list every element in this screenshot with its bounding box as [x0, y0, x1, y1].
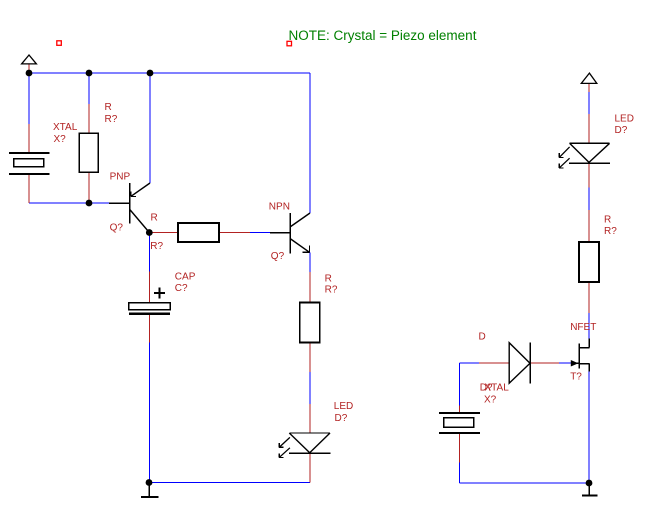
resistor-r-middle-shape	[177, 222, 220, 243]
label-r4-ref[interactable]: R?	[604, 226, 617, 237]
label-r4-name[interactable]: R	[604, 214, 611, 225]
label-nfet-name[interactable]: NFET	[570, 322, 596, 333]
transistor-pnp[interactable]	[109, 182, 151, 233]
label-r2-ref[interactable]: R?	[150, 241, 163, 252]
transistor-pnp-shape	[129, 209, 150, 233]
junction-dot	[25, 69, 33, 77]
label-xtal-left-name[interactable]: XTAL	[53, 122, 78, 133]
transistor-npn[interactable]	[270, 212, 311, 254]
power-symbol-left-shape	[20, 53, 38, 65]
transistor-nfet[interactable]	[570, 338, 591, 372]
diode-d[interactable]	[508, 341, 532, 385]
transistor-npn-shape	[289, 212, 311, 228]
markers-layer	[56, 40, 293, 47]
led-d-right[interactable]	[558, 142, 611, 169]
led-d-right-shape	[588, 142, 611, 163]
label-led-right-name[interactable]: LED	[615, 113, 634, 124]
power-symbol-right-shape	[579, 72, 599, 85]
transistor-nfet-shape	[570, 360, 579, 367]
label-led-right-ref[interactable]: D?	[615, 125, 628, 136]
crystal-x-right[interactable]	[438, 412, 480, 434]
crystal-x-left-shape	[12, 157, 45, 168]
pins-layer	[28, 64, 590, 483]
label-nfet-ref[interactable]: T?	[570, 371, 582, 382]
label-r1-ref[interactable]: R?	[105, 114, 118, 125]
label-npn-ref[interactable]: Q?	[271, 251, 285, 262]
led-d-left-shape	[288, 432, 311, 454]
led-d-left-shape	[309, 432, 331, 454]
label-diode-ref[interactable]: D?	[480, 383, 493, 394]
led-d-left-shape	[278, 447, 291, 458]
wires-layer	[28, 72, 590, 484]
resistor-r-right[interactable]	[578, 241, 600, 283]
label-pnp-ref[interactable]: Q?	[110, 223, 124, 234]
label-cap-ref[interactable]: C?	[175, 283, 188, 294]
capacitor-cap-shape	[128, 301, 171, 311]
label-led-left-ref[interactable]: D?	[335, 413, 348, 424]
label-led-left-name[interactable]: LED	[334, 401, 353, 412]
label-r3-name[interactable]: R	[325, 273, 332, 284]
junction-dot	[585, 479, 593, 487]
resistor-r-npn[interactable]	[298, 301, 321, 344]
junction-dot	[145, 229, 153, 236]
capacitor-cap[interactable]	[128, 287, 171, 316]
led-d-left-shape	[278, 436, 291, 448]
power-symbol-right[interactable]	[579, 72, 599, 85]
led-d-right-shape	[569, 142, 590, 163]
resistor-r-middle[interactable]	[177, 222, 220, 243]
label-npn-name[interactable]: NPN	[269, 202, 290, 213]
origin-marker-1	[56, 40, 62, 46]
origin-marker-2	[286, 40, 293, 47]
resistor-r-top-left-shape	[78, 132, 100, 174]
label-xtal-right-name[interactable]: XTAL	[485, 383, 510, 394]
label-cap-name[interactable]: CAP	[175, 272, 196, 283]
power-symbol-left[interactable]	[20, 53, 38, 65]
label-r1-name[interactable]: R	[105, 102, 112, 113]
label-r2-name[interactable]: R	[151, 212, 158, 223]
junction-dot	[145, 479, 153, 486]
resistor-r-top-left[interactable]	[78, 132, 100, 174]
led-d-right-shape	[558, 146, 571, 158]
junction-dot	[85, 199, 93, 207]
crystal-x-left[interactable]	[9, 152, 50, 175]
transistor-npn-shape	[289, 237, 310, 253]
junction-dot	[85, 69, 93, 77]
junction-dot	[146, 69, 154, 77]
crystal-x-right-shape	[443, 417, 475, 429]
resistor-r-npn-shape	[298, 301, 321, 344]
label-r3-ref[interactable]: R?	[325, 284, 338, 295]
transistor-pnp-shape	[130, 182, 151, 197]
label-pnp-name[interactable]: PNP	[110, 172, 131, 183]
led-d-left[interactable]	[278, 432, 331, 459]
note-text[interactable]: NOTE: Crystal = Piezo element	[289, 28, 477, 43]
symbols-layer	[9, 53, 611, 498]
diode-d-shape	[508, 341, 532, 385]
labels-layer: XTALX?RR?PNPQ?RR?CAPC?NPNQ?RR?LEDD?LEDD?…	[53, 102, 634, 424]
junctions-layer	[25, 69, 593, 487]
led-d-right-shape	[558, 157, 571, 169]
resistor-r-right-shape	[578, 241, 600, 283]
label-xtal-right-ref[interactable]: X?	[484, 394, 497, 405]
label-xtal-left-ref[interactable]: X?	[54, 134, 67, 145]
label-diode-name[interactable]: D	[479, 332, 486, 343]
